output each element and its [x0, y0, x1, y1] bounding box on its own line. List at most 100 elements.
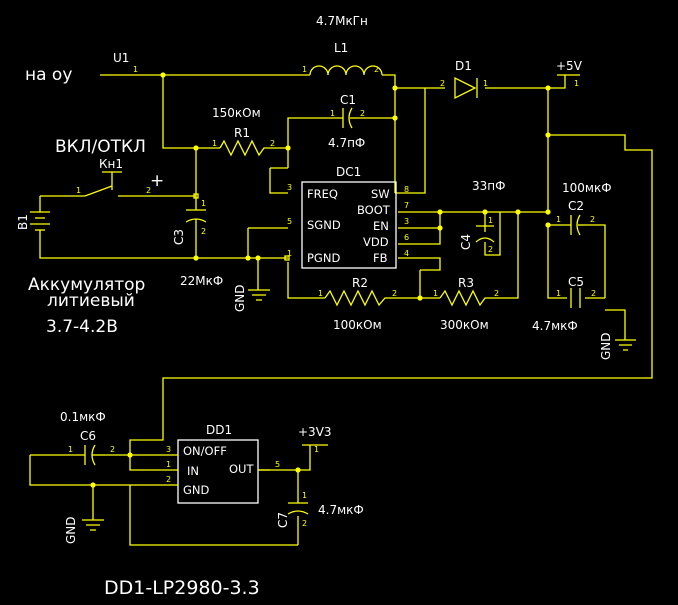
dc1-num-boot: 7 — [404, 201, 409, 210]
r2-ref: R2 — [352, 276, 368, 290]
capacitor-c7: 4.7мкФ C7 1 2 — [276, 491, 364, 528]
r1-ref: R1 — [234, 126, 250, 140]
r1-pin2: 2 — [270, 139, 275, 148]
input-connector: на оу U1 1 — [25, 51, 138, 85]
dc1-num-vdd: 6 — [404, 233, 409, 242]
dc1-num-freq: 3 — [287, 183, 292, 192]
switch-ref: Кн1 — [99, 157, 123, 171]
c4-value: 33пФ — [472, 179, 505, 193]
c2-value: 100мкФ — [562, 181, 612, 195]
c1-ref: C1 — [340, 93, 356, 107]
dd1-pin-in: IN — [187, 464, 199, 478]
dc1-pin-sw: SW — [371, 187, 390, 201]
c5-pin2: 2 — [591, 289, 596, 298]
dc1-num-sgnd: 5 — [287, 217, 292, 226]
wires — [29, 74, 653, 546]
r1-value: 150кОм — [212, 106, 261, 120]
switch-plus: + — [150, 171, 164, 191]
rail-3v3-pin: 1 — [314, 445, 319, 454]
d1-pin1: 1 — [483, 79, 488, 88]
u1-pin: 1 — [133, 65, 138, 74]
c6-pin2: 2 — [110, 445, 115, 454]
switch-text: ВКЛ/ОТКЛ — [55, 137, 146, 157]
dc1-num-sw: 8 — [404, 185, 409, 194]
d1-ref: D1 — [455, 59, 472, 73]
switch-pin2: 2 — [146, 186, 151, 195]
rail-3v3-label: +3V3 — [298, 425, 332, 439]
c3-pin2: 2 — [201, 227, 206, 236]
capacitor-c1: C1 4.7пФ 1 2 — [328, 93, 365, 150]
c2-pin2: 2 — [590, 215, 595, 224]
c5-ref: C5 — [568, 275, 584, 289]
resistor-r1: 150кОм R1 1 2 — [212, 106, 275, 157]
c4-pin2: 2 — [488, 245, 493, 254]
r1-pin1: 1 — [212, 139, 217, 148]
power-switch: ВКЛ/ОТКЛ Кн1 + 1 2 — [55, 137, 199, 199]
ic-dd1: DD1 ON/OFF IN GND OUT 3 1 2 5 — [163, 423, 280, 504]
gnd-label-1: GND — [233, 284, 247, 312]
dd1-pin-gnd: GND — [183, 483, 210, 497]
ground-dc1: GND — [233, 284, 270, 312]
dd1-num-out: 5 — [275, 460, 280, 469]
dc1-ref: DC1 — [336, 165, 361, 179]
r2-value: 100кОм — [333, 318, 382, 332]
c3-ref: C3 — [172, 229, 186, 245]
battery-ref: B1 — [16, 214, 30, 230]
resistor-r3: R3 300кОм 1 2 — [433, 276, 499, 332]
dd1-ref: DD1 — [206, 423, 232, 437]
c5-value: 4.7мкФ — [532, 319, 578, 333]
capacitor-c4: 33пФ C4 1 2 — [459, 179, 505, 254]
r2-pin2: 2 — [392, 289, 397, 298]
ground-c6: GND — [64, 516, 104, 544]
c6-value: 0.1мкФ — [60, 410, 106, 424]
dd1-num-in: 1 — [166, 460, 171, 469]
c7-ref: C7 — [276, 512, 290, 528]
rail-5v-label: +5V — [556, 59, 583, 73]
c6-ref: C6 — [80, 429, 96, 443]
battery-voltage: 3.7-4.2В — [46, 317, 118, 337]
diode-d1: D1 2 1 — [440, 59, 488, 100]
c1-pin2: 2 — [360, 109, 365, 118]
dc1-num-pgnd: 1 — [287, 249, 292, 258]
inductor-l1: 4.7МкГн L1 1 2 — [302, 14, 383, 76]
dc1-pin-boot: BOOT — [357, 203, 391, 217]
dc1-pin-en: EN — [373, 219, 389, 233]
c5-pin1: 1 — [556, 289, 561, 298]
capacitor-c5: C5 4.7мкФ 1 2 — [532, 275, 596, 333]
battery-b1: B1 Аккумулятор литиевый 3.7-4.2В — [16, 211, 145, 337]
r3-ref: R3 — [458, 276, 474, 290]
l1-ref: L1 — [334, 41, 348, 55]
battery-line2: литиевый — [47, 291, 135, 311]
l1-pin2: 2 — [374, 65, 379, 74]
battery-line1: Аккумулятор — [28, 275, 145, 295]
d1-pin2: 2 — [440, 79, 445, 88]
capacitor-c2: 100мкФ C2 1 2 — [556, 181, 612, 236]
part-note: DD1-LP2980-3.3 — [104, 577, 260, 599]
dd1-num-gnd: 2 — [166, 475, 171, 484]
dc1-pin-vdd: VDD — [363, 235, 389, 249]
u1-ref: U1 — [113, 51, 129, 65]
l1-value: 4.7МкГн — [316, 14, 368, 28]
capacitor-c6: 0.1мкФ C6 1 2 — [60, 410, 115, 466]
rail-3v3: +3V3 1 — [298, 425, 332, 454]
ic-dc1: DC1 FREQ SGND PGND 3 5 1 SW BOOT EN VDD … — [284, 165, 409, 269]
c7-pin2: 2 — [302, 519, 307, 528]
c7-pin1: 1 — [302, 491, 307, 500]
resistor-r2: R2 100кОм 1 2 — [318, 276, 397, 332]
input-label: на оу — [25, 65, 72, 85]
c2-pin1: 1 — [556, 215, 561, 224]
c7-value: 4.7мкФ — [318, 503, 364, 517]
c6-pin1: 1 — [68, 445, 73, 454]
gnd-label-3: GND — [64, 516, 78, 544]
c4-pin1: 1 — [488, 216, 493, 225]
rail-5v: +5V 1 — [556, 59, 583, 88]
dd1-pin-out: OUT — [229, 462, 254, 476]
ground-c5: GND — [599, 332, 636, 360]
r3-value: 300кОм — [440, 318, 489, 332]
capacitor-c3: C3 22МкФ 1 2 — [172, 199, 223, 288]
dc1-num-en: 3 — [404, 217, 409, 226]
dc1-pin-pgnd: PGND — [307, 251, 340, 265]
r3-pin2: 2 — [494, 289, 499, 298]
junctions — [90, 72, 551, 488]
